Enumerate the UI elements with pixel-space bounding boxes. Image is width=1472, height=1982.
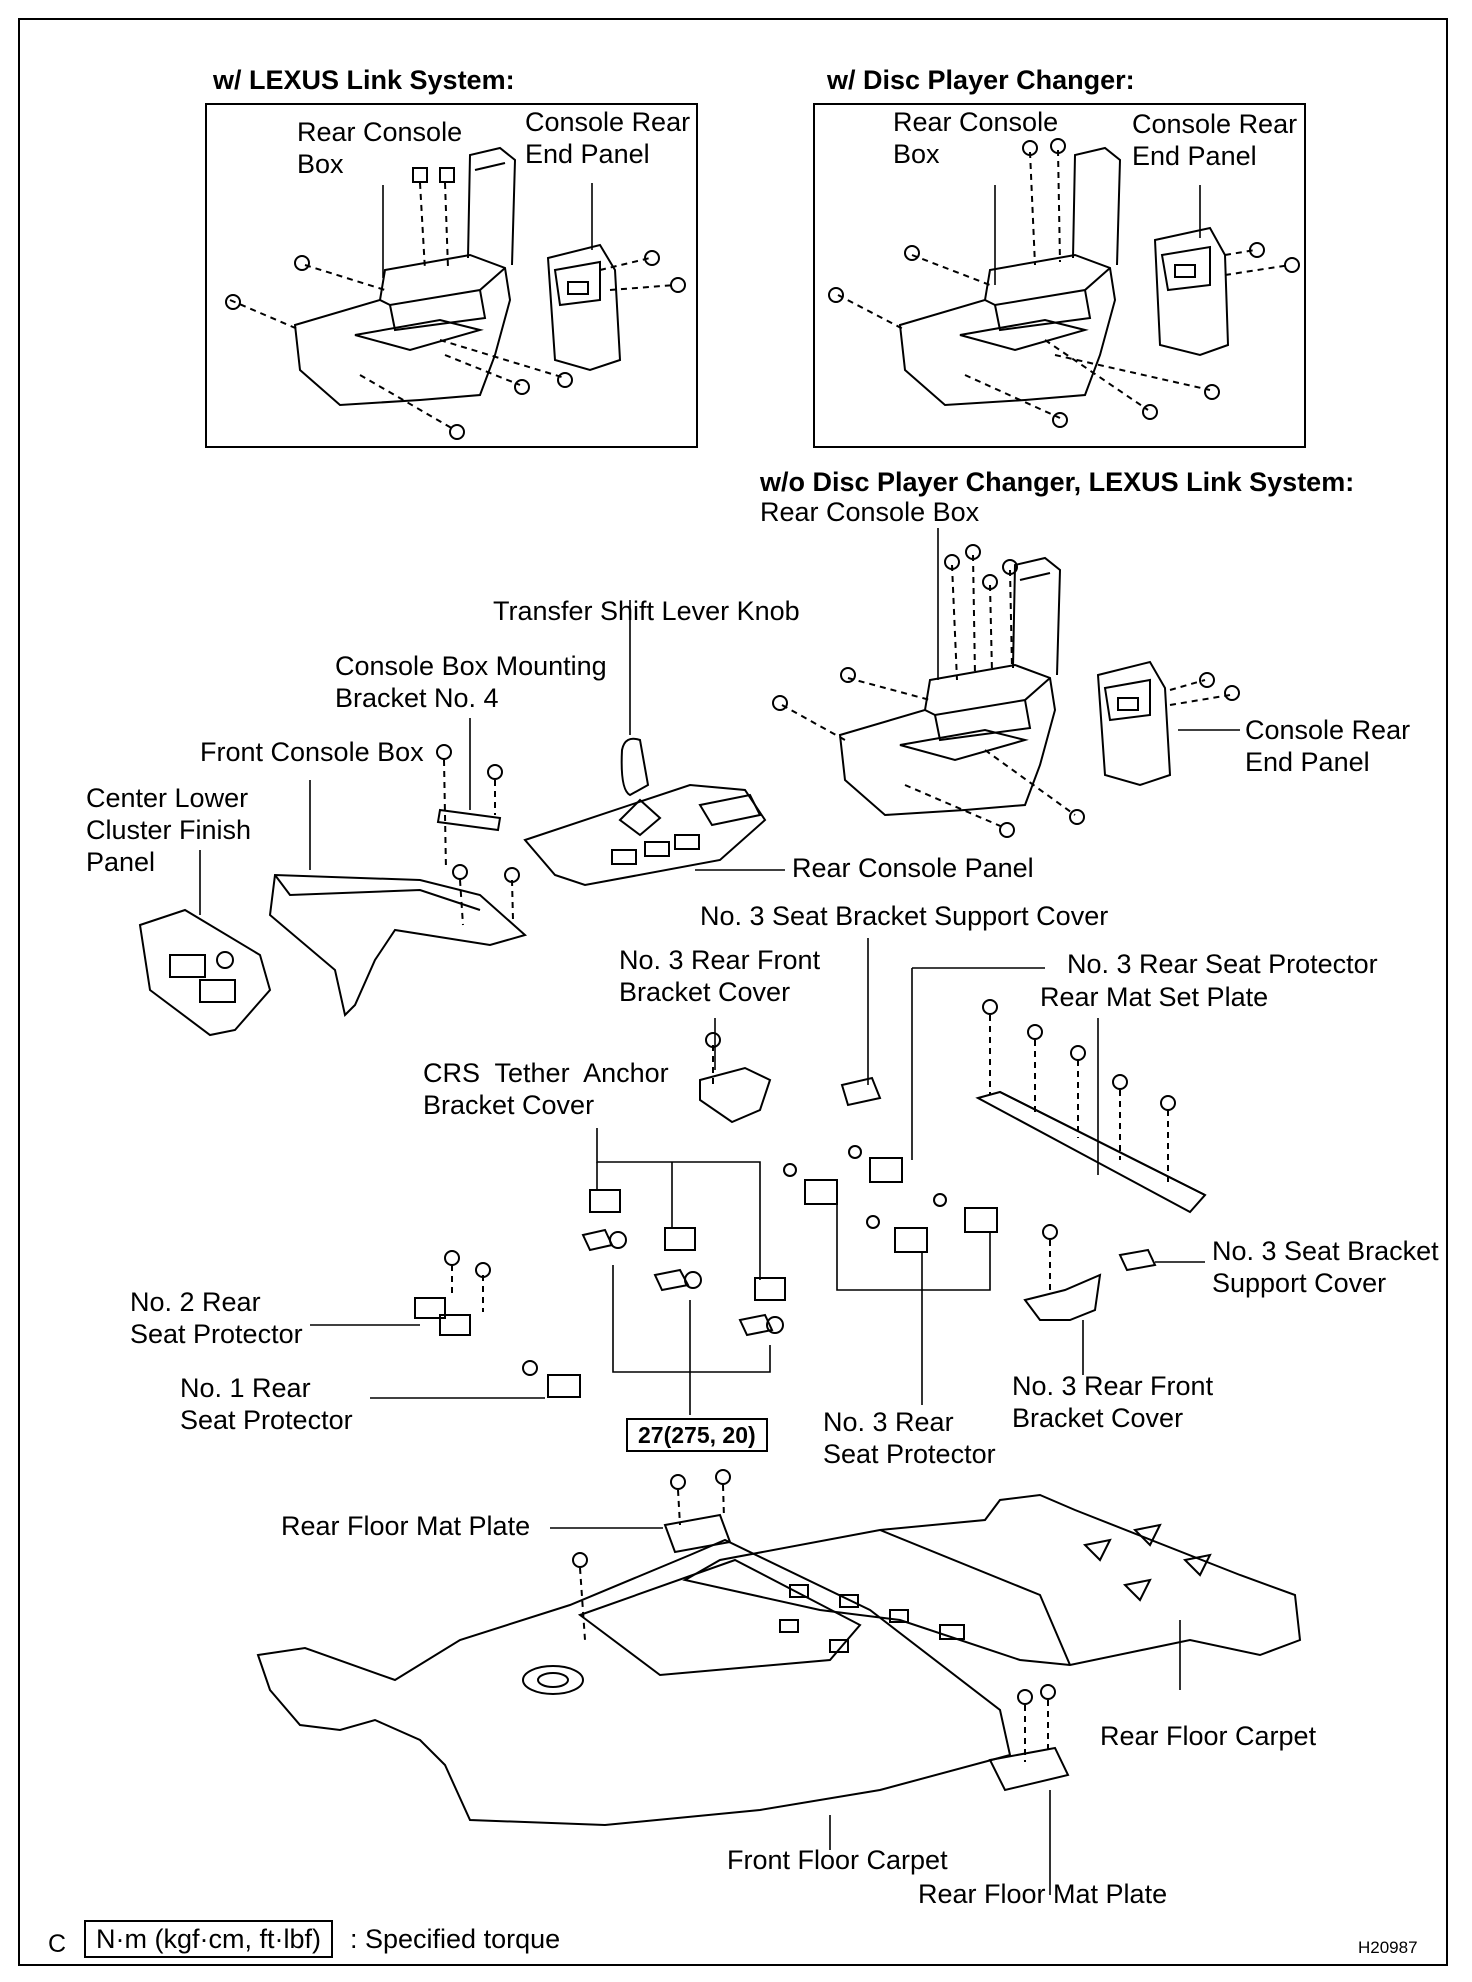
leader-lines [199,183,1240,1895]
dc-fastener-lines [837,149,1291,419]
torque-legend-box: N·m (kgf·cm, ft·lbf) [84,1920,333,1958]
inset-lexus-link [205,103,698,448]
label-dc-console-rear-end-panel: Console Rear End Panel [1132,109,1298,171]
floor-carpet-drawing [256,1493,1302,1827]
label-ll-console-rear-end-panel: Console Rear End Panel [525,107,691,169]
label-no2-rear-seat-protector: No. 2 Rear Seat Protector [130,1287,303,1349]
label-front-floor-carpet: Front Floor Carpet [727,1845,948,1875]
label-front-console-box: Front Console Box [200,737,424,767]
support-cover-right [1118,1248,1157,1272]
dc-bolts [828,138,1300,428]
floor-bolts [572,1469,1056,1705]
label-transfer-shift-lever-knob: Transfer Shift Lever Knob [493,596,800,626]
label-rear-mat-set-plate: Rear Mat Set Plate [1040,982,1269,1012]
shift-knob-and-panel-drawing [523,737,767,887]
label-no3-seat-bracket-support-cover-right: No. 3 Seat Bracket Support Cover [1212,1236,1439,1298]
label-rear-floor-mat-plate-left: Rear Floor Mat Plate [281,1511,531,1541]
front-console-box-drawing [268,808,528,1017]
label-ll-rear-console-box: Rear Console Box [297,117,463,179]
label-rear-console-box: Rear Console Box [760,497,980,527]
front-console-fastener-lines [443,759,514,926]
label-no3-rear-seat-protector-bottom: No. 3 Rear Seat Protector [823,1407,996,1469]
label-console-box-mounting-bracket: Console Box Mounting Bracket No. 4 [335,651,607,713]
label-crs-tether: CRS Tether Anchor Bracket Cover [423,1058,669,1120]
rear-front-bracket-cover-left [699,1032,772,1124]
center-lower-cluster-drawing [138,908,272,1037]
support-cover-top [840,1076,882,1107]
heading-lexus-link: w/ LEXUS Link System: [213,65,515,95]
torque-legend-text: : Specified torque [350,1924,561,1954]
ll-bolts [225,167,686,440]
label-no1-rear-seat-protector: No. 1 Rear Seat Protector [180,1373,353,1435]
dc-console-box-drawing [898,146,1230,407]
mat-set-plate-fastener-lines [989,1015,1169,1185]
heading-without: w/o Disc Player Changer, LEXUS Link Syst… [760,467,1355,497]
front-console-bolts [436,744,520,883]
label-rear-floor-carpet: Rear Floor Carpet [1100,1721,1317,1751]
label-rear-console-panel: Rear Console Panel [792,853,1034,883]
rear-front-bracket-cover-right [1023,1224,1102,1321]
heading-disc-changer: w/ Disc Player Changer: [827,65,1135,95]
label-no3-seat-bracket-support-cover-top: No. 3 Seat Bracket Support Cover [700,901,1109,931]
label-dc-rear-console-box: Rear Console Box [893,107,1059,169]
ll-fastener-lines [229,182,676,431]
rear-console-fastener-lines [781,554,1231,829]
ll-console-box-drawing [293,146,622,407]
floor-fastener-lines [579,1484,1049,1762]
crs-tether-covers [581,1189,786,1337]
label-console-rear-end-panel: Console Rear End Panel [1245,715,1411,777]
label-no3-rear-seat-protector-top: No. 3 Rear Seat Protector [1067,949,1378,979]
rear-console-bolts [772,544,1240,838]
corner-letter: C [48,1930,67,1958]
diagram-frame [18,18,1448,1966]
label-rear-floor-mat-plate-bottom: Rear Floor Mat Plate [918,1879,1168,1909]
no3-rear-seat-protectors [783,1145,998,1253]
torque-value-box: 27(275, 20) [626,1418,768,1452]
label-no3-rear-front-bracket-cover-right: No. 3 Rear Front Bracket Cover [1012,1371,1214,1433]
mat-set-plate-bolts [982,999,1176,1111]
rear-console-box-drawing [838,556,1172,817]
no2-no1-protectors [414,1250,581,1398]
label-no3-rear-front-bracket-cover-left: No. 3 Rear Front Bracket Cover [619,945,821,1007]
figure-code: H20987 [1358,1938,1418,1957]
label-center-lower-cluster: Center Lower Cluster Finish Panel [86,783,252,877]
inset-disc-changer [813,103,1306,448]
